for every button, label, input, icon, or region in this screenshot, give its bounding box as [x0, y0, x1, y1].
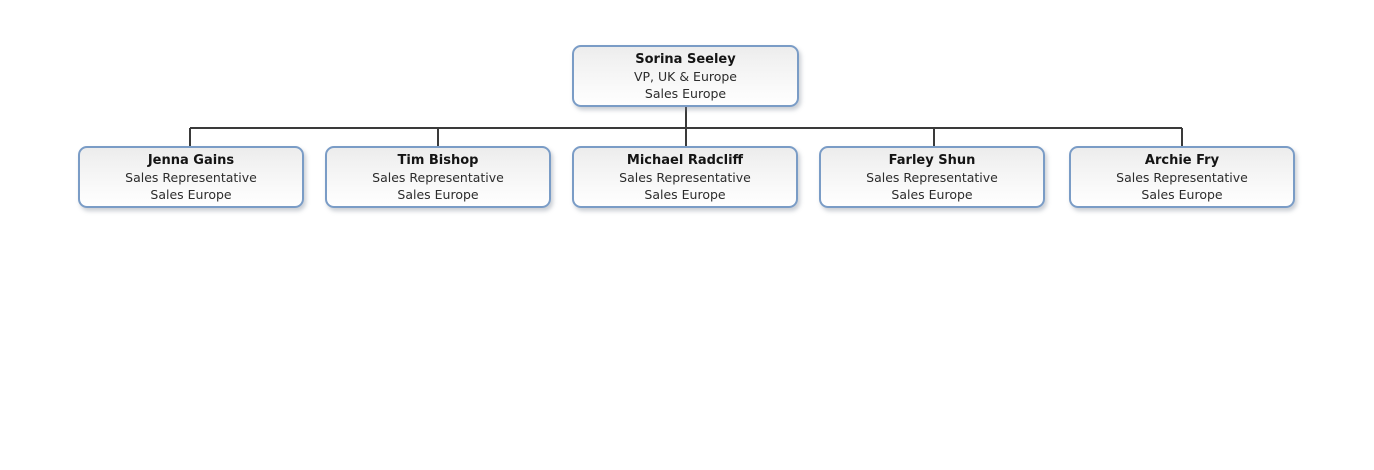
org-node-department: Sales Europe [644, 186, 726, 202]
org-node-job-title: Sales Representative [125, 169, 257, 185]
org-node-job-title: VP, UK & Europe [633, 68, 738, 84]
org-node-job-title: Sales Representative [619, 169, 751, 185]
org-node-name: Michael Radcliff [626, 152, 744, 168]
org-node-child-4[interactable]: Archie Fry Sales Representative Sales Eu… [1069, 146, 1295, 208]
org-node-root[interactable]: Sorina Seeley VP, UK & Europe Sales Euro… [572, 45, 799, 107]
org-node-name: Sorina Seeley [635, 51, 736, 67]
org-node-child-1[interactable]: Tim Bishop Sales Representative Sales Eu… [325, 146, 551, 208]
org-node-name: Jenna Gains [147, 152, 235, 168]
org-node-name: Tim Bishop [397, 152, 479, 168]
org-node-child-0[interactable]: Jenna Gains Sales Representative Sales E… [78, 146, 304, 208]
org-node-name: Archie Fry [1144, 152, 1220, 168]
org-node-department: Sales Europe [150, 186, 232, 202]
org-node-child-3[interactable]: Farley Shun Sales Representative Sales E… [819, 146, 1045, 208]
org-node-department: Sales Europe [397, 186, 479, 202]
org-node-child-2[interactable]: Michael Radcliff Sales Representative Sa… [572, 146, 798, 208]
org-node-job-title: Sales Representative [866, 169, 998, 185]
org-node-department: Sales Europe [1141, 186, 1223, 202]
org-node-job-title: Sales Representative [372, 169, 504, 185]
org-node-department: Sales Europe [891, 186, 973, 202]
org-node-department: Sales Europe [644, 85, 727, 101]
org-node-name: Farley Shun [888, 152, 976, 168]
org-node-job-title: Sales Representative [1116, 169, 1248, 185]
